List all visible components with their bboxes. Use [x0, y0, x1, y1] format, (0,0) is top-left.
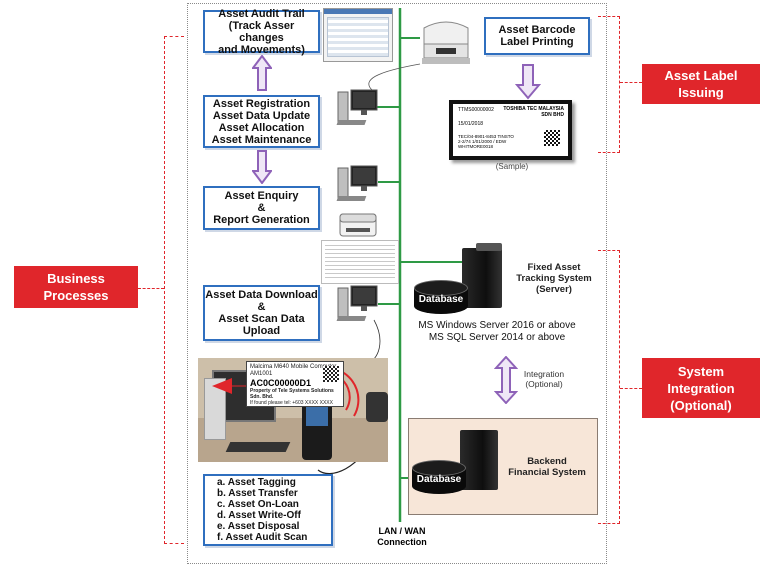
- barcode-printing-line: Asset Barcode: [498, 24, 576, 36]
- label-lines: TEC/04-8901-8453 TINSTO 2-2/74 1/01/2000…: [458, 134, 514, 149]
- enquiry-line: Report Generation: [213, 214, 310, 226]
- enquiry-line: Asset Enquiry: [224, 190, 299, 202]
- sample-caption: (Sample): [495, 162, 529, 171]
- download-line: Upload: [242, 325, 281, 337]
- popup-line: Property of Tele Systems Solutions Sdn. …: [250, 388, 334, 400]
- task-item: c. Asset On-Loan: [217, 499, 299, 510]
- audit-trail-line: and Movements): [218, 43, 305, 56]
- label-issuing-bracket: [598, 16, 620, 153]
- enquiry-box: Asset Enquiry & Report Generation: [203, 186, 320, 230]
- business-bracket-tick: [138, 288, 164, 289]
- workstation-icon: [336, 89, 378, 125]
- office-printer-icon: [339, 213, 377, 237]
- download-box: Asset Data Download & Asset Scan Data Up…: [203, 285, 320, 341]
- popup-asset-id: AC0C00000D1: [250, 378, 312, 388]
- popup-line: If found please tel: +603 XXXX XXXX: [250, 400, 333, 406]
- barcode-printing-box: Asset Barcode Label Printing: [484, 17, 590, 55]
- audit-trail-box: Asset Audit Trail (Track Asser changes a…: [203, 7, 320, 56]
- registration-line: Asset Allocation: [218, 121, 305, 134]
- down-arrow-icon: [515, 64, 541, 100]
- task-item: a. Asset Tagging: [217, 477, 296, 488]
- registration-box: Asset Registration Asset Data Update Ass…: [203, 95, 320, 148]
- business-bracket: [164, 36, 184, 544]
- sample-asset-label: TTMS00000002 TOSHIBA TEC MALAYSIA SDN BH…: [449, 100, 572, 160]
- download-line: Asset Scan Data: [218, 313, 305, 325]
- label-company: TOSHIBA TEC MALAYSIA SDN BHD: [503, 106, 564, 118]
- backend-title-line: Backend: [527, 456, 567, 467]
- network-caption-line: Connection: [377, 537, 427, 547]
- task-item: e. Asset Disposal: [217, 521, 300, 532]
- backend-server-icon: [460, 430, 498, 490]
- business-label-line: Business: [47, 271, 105, 286]
- up-arrow-icon: [252, 55, 272, 91]
- registration-line: Asset Data Update: [212, 109, 311, 122]
- backend-title: Backend Financial System: [498, 456, 596, 478]
- download-line: &: [257, 301, 266, 313]
- double-arrow-icon: [494, 356, 518, 404]
- software-screenshot: [323, 8, 393, 62]
- barcode-printing-line: Label Printing: [500, 36, 574, 48]
- system-integration-label: System Integration (Optional): [642, 358, 760, 418]
- integration-bracket: [598, 250, 620, 524]
- qr-code-icon: [544, 130, 560, 146]
- database-icon: Database: [414, 280, 468, 316]
- database-label: Database: [418, 294, 464, 305]
- label-line: 2-2/74 1/01/2000 / EDW: [458, 139, 507, 144]
- down-arrow-icon: [252, 150, 272, 184]
- report-document: [321, 240, 399, 284]
- label-date: 15/01/2018: [458, 121, 484, 127]
- label-company-line: SDN BHD: [541, 112, 564, 118]
- server-os-line: MS Windows Server 2016 or above: [418, 320, 576, 331]
- label-issuing-line: Asset Label: [664, 68, 738, 83]
- integration-caption-line: Integration: [523, 369, 565, 379]
- registration-line: Asset Registration: [212, 97, 311, 110]
- task-item: f. Asset Audit Scan: [217, 532, 308, 543]
- audit-trail-line: (Track Asser changes: [228, 19, 295, 44]
- integration-caption-line: (Optional): [525, 379, 563, 389]
- business-processes-label: Business Processes: [14, 266, 138, 308]
- asset-tag-popup: Malcima M640 Mobile Computer AM1001 AC0C…: [246, 361, 344, 407]
- label-issuing-line: Issuing: [678, 85, 724, 100]
- label-printer-icon: [422, 21, 470, 64]
- tasks-box: a. Asset Tagging b. Asset Transfer c. As…: [203, 474, 333, 546]
- label-line: WHITMORE0018: [458, 144, 494, 149]
- integration-label-line: (Optional): [670, 397, 732, 413]
- label-id: TTMS00000002: [458, 107, 494, 113]
- server-title-line: Fixed Asset: [527, 262, 581, 273]
- enquiry-line: &: [257, 202, 266, 214]
- task-item: b. Asset Transfer: [217, 488, 298, 499]
- server-title: Fixed Asset Tracking System (Server): [508, 262, 600, 295]
- database-label: Database: [416, 474, 462, 485]
- server-title-line: (Server): [536, 284, 572, 295]
- registration-line: Asset Maintenance: [211, 133, 312, 146]
- network-caption: LAN / WAN Connection: [374, 526, 430, 548]
- database-icon: Database: [412, 460, 466, 496]
- qr-code-icon: [323, 366, 339, 382]
- label-line: TEC/04-8901-8453 TINSTO: [458, 134, 514, 139]
- asset-label-issuing-label: Asset Label Issuing: [642, 64, 760, 104]
- diagram-frame: [187, 3, 607, 564]
- integration-label-line: Integration: [667, 380, 735, 396]
- popup-line: AM1001: [250, 371, 273, 377]
- server-os-line: MS SQL Server 2014 or above: [428, 332, 566, 343]
- workstation-icon: [336, 285, 378, 321]
- popup-line: Malcima M640 Mobile Computer: [250, 364, 337, 370]
- backend-title-line: Financial System: [508, 467, 586, 478]
- audit-trail-line: Asset Audit Trail: [218, 7, 305, 20]
- download-line: Asset Data Download: [205, 289, 318, 301]
- business-label-line: Processes: [43, 288, 109, 303]
- server-tower-top: [476, 243, 502, 251]
- integration-tick: [620, 388, 642, 389]
- label-issuing-tick: [620, 82, 642, 83]
- integration-caption: Integration (Optional): [514, 369, 574, 389]
- server-tower-icon: [462, 248, 502, 308]
- label-company-line: TOSHIBA TEC MALAYSIA: [503, 106, 564, 112]
- integration-label-line: System: [677, 363, 725, 379]
- workstation-icon: [336, 165, 378, 201]
- server-os-text: MS Windows Server 2016 or above MS SQL S…: [402, 320, 592, 344]
- task-item: d. Asset Write-Off: [217, 510, 301, 521]
- server-title-line: Tracking System: [516, 273, 592, 284]
- network-caption-line: LAN / WAN: [378, 526, 426, 536]
